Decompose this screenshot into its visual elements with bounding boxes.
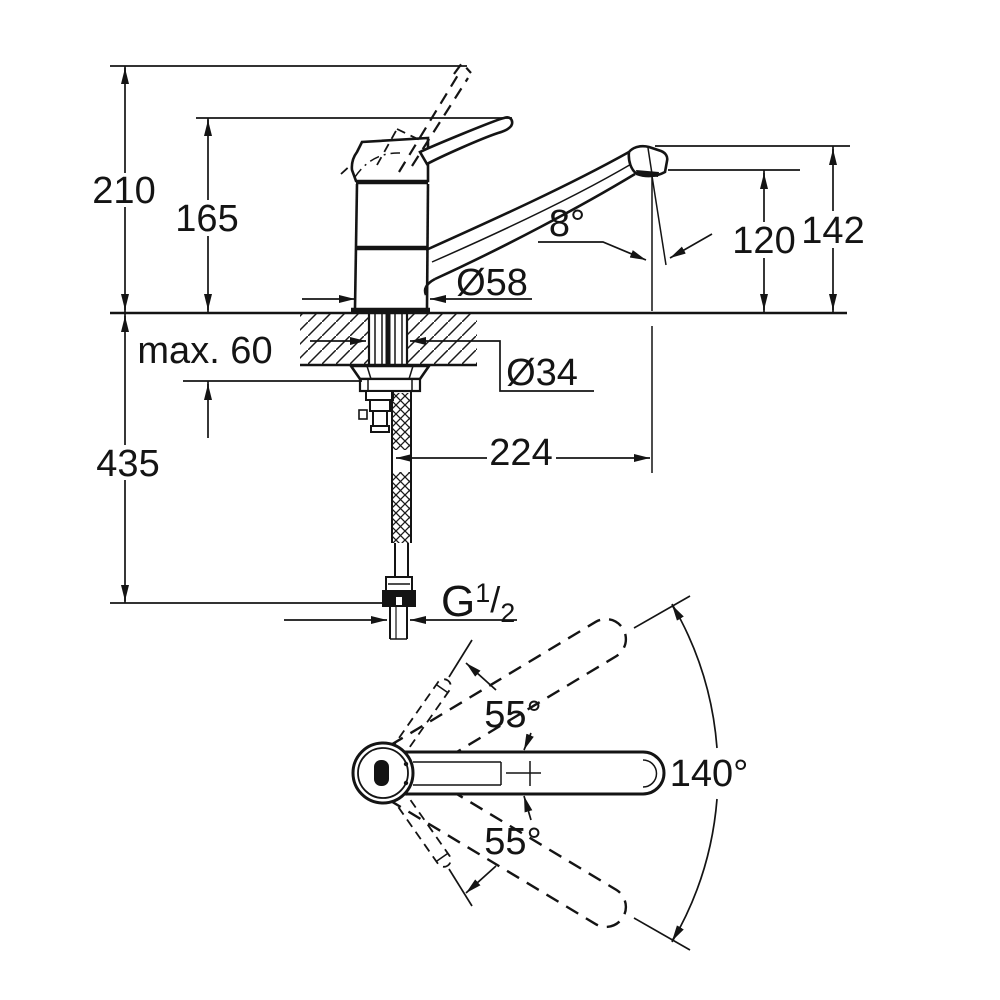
swivel-arc-lower	[671, 798, 718, 943]
swivel-dimensions	[448, 595, 718, 951]
dim-hole-diameter-label: Ø34	[506, 352, 578, 394]
dim-spout-top-height-label: 142	[801, 210, 864, 252]
dim-reach-label: 224	[489, 432, 552, 474]
dim-body-diameter-label: Ø58	[456, 262, 528, 304]
dim-body-height-label: 165	[175, 198, 238, 240]
lever-top-view	[374, 760, 389, 786]
spout	[423, 144, 669, 296]
dim-swivel-lower-label: 55°	[484, 821, 541, 863]
faucet-top-view	[351, 595, 718, 951]
handle	[340, 116, 514, 183]
dimension-lines	[110, 65, 850, 624]
countertop	[110, 311, 847, 367]
lever	[418, 116, 514, 166]
dim-swivel-upper-label: 55°	[484, 694, 541, 736]
mounting-hardware	[348, 364, 432, 433]
dim-thread-label: G1/2	[441, 577, 515, 628]
spout-head	[627, 144, 669, 178]
dim-swivel-total-label: 140°	[670, 753, 749, 795]
dim-outlet-angle-label: 8°	[549, 203, 585, 245]
faucet-body	[351, 179, 430, 313]
dim-total-height-label: 210	[92, 170, 155, 212]
swivel-arc-upper	[671, 603, 718, 749]
aerator	[636, 170, 659, 177]
dim-below-deck-label: 435	[96, 443, 159, 485]
dim-outlet-height-label: 120	[732, 220, 795, 262]
stream-reference	[651, 175, 667, 473]
dim-max-deck-label: max. 60	[137, 330, 272, 372]
flexible-hose	[382, 391, 416, 640]
mounting-shank	[367, 314, 409, 364]
handle-raised-dashed	[398, 61, 472, 173]
